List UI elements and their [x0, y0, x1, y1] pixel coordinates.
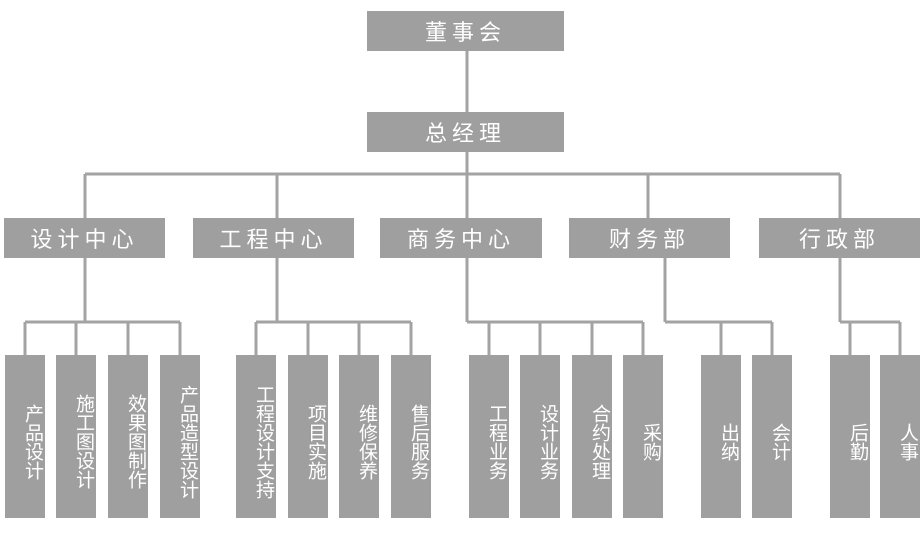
unit-after-sales-service: 售后服务 [391, 355, 431, 518]
dept-engineering-center: 工程中心 [193, 218, 354, 258]
unit-rendering-production: 效果图制作 [108, 355, 148, 518]
unit-procurement: 采购 [623, 355, 663, 518]
general-manager-node: 总经理 [367, 112, 564, 152]
unit-project-implementation: 项目实施 [288, 355, 328, 518]
board-node: 董事会 [367, 11, 564, 51]
unit-design-business: 设计业务 [520, 355, 560, 518]
dept-business-center: 商务中心 [380, 218, 542, 258]
unit-product-styling-design: 产品造型设计 [160, 355, 200, 518]
unit-engineering-design-support: 工程设计支持 [236, 355, 276, 518]
unit-contract-processing: 合约处理 [572, 355, 612, 518]
unit-construction-drawing-design: 施工图设计 [56, 355, 96, 518]
unit-product-design: 产品设计 [5, 355, 45, 518]
dept-administration: 行政部 [759, 218, 920, 258]
unit-human-resources: 人事 [880, 355, 920, 518]
unit-accounting: 会计 [752, 355, 792, 518]
dept-design-center: 设计中心 [4, 218, 165, 258]
unit-engineering-business: 工程业务 [469, 355, 509, 518]
unit-maintenance: 维修保养 [339, 355, 379, 518]
dept-finance: 财务部 [569, 218, 730, 258]
unit-logistics: 后勤 [830, 355, 870, 518]
unit-cashier: 出纳 [701, 355, 741, 518]
